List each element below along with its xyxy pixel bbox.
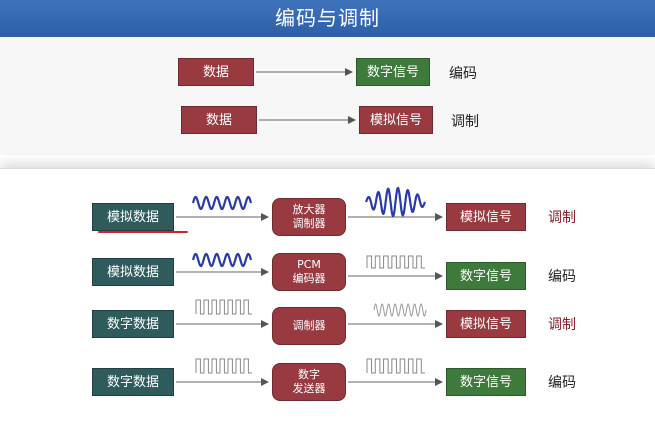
row4-digital-out-wave-icon xyxy=(366,358,425,374)
row4-device-line2: 发送器 xyxy=(292,382,326,395)
row1-device-line2: 调制器 xyxy=(292,217,326,230)
row4-target-box: 数字信号 xyxy=(446,368,526,396)
upper-section xyxy=(0,37,655,155)
row3-source-box: 数字数据 xyxy=(92,310,174,338)
row2-source-box: 模拟数据 xyxy=(92,258,174,286)
row1-modulated-wave-icon xyxy=(364,186,427,218)
row2-analog-wave-icon xyxy=(191,252,253,268)
row1-target-box: 模拟信号 xyxy=(446,203,526,231)
top-row2-data-box: 数据 xyxy=(181,106,257,134)
row2-label: 编码 xyxy=(548,269,576,285)
row4-label: 编码 xyxy=(548,375,576,391)
row1-device-box: 放大器 调制器 xyxy=(272,198,346,236)
row4-source-box: 数字数据 xyxy=(92,368,174,396)
red-underline xyxy=(98,231,188,233)
row2-target-box: 数字信号 xyxy=(446,262,526,290)
row4-device-line1: 数字 xyxy=(298,368,320,381)
top-row1-data-box: 数据 xyxy=(178,58,254,86)
row3-target-box: 模拟信号 xyxy=(446,310,526,338)
row1-label: 调制 xyxy=(548,210,576,226)
row3-device-box: 调制器 xyxy=(272,307,346,345)
top-row1-label: 编码 xyxy=(449,66,477,82)
row2-device-line1: PCM xyxy=(297,258,321,271)
row4-device-box: 数字 发送器 xyxy=(272,363,346,401)
top-row2-analog-signal-box: 模拟信号 xyxy=(359,106,433,134)
row3-digital-wave-icon xyxy=(195,299,252,315)
row1-source-box: 模拟数据 xyxy=(92,203,174,231)
row2-device-line2: 编码器 xyxy=(292,272,326,285)
row2-device-box: PCM 编码器 xyxy=(272,253,346,291)
row3-device-line1: 调制器 xyxy=(292,319,326,332)
row3-label: 调制 xyxy=(548,317,576,333)
row1-device-line1: 放大器 xyxy=(292,203,326,216)
row4-digital-in-wave-icon xyxy=(195,358,252,374)
row1-analog-wave-icon xyxy=(191,195,253,211)
slide-title: 编码与调制 xyxy=(0,0,655,37)
top-row1-digital-signal-box: 数字信号 xyxy=(356,58,430,86)
top-row2-label: 调制 xyxy=(451,114,479,130)
row3-analog-wave-icon xyxy=(373,303,427,317)
row2-digital-wave-icon xyxy=(366,255,425,269)
